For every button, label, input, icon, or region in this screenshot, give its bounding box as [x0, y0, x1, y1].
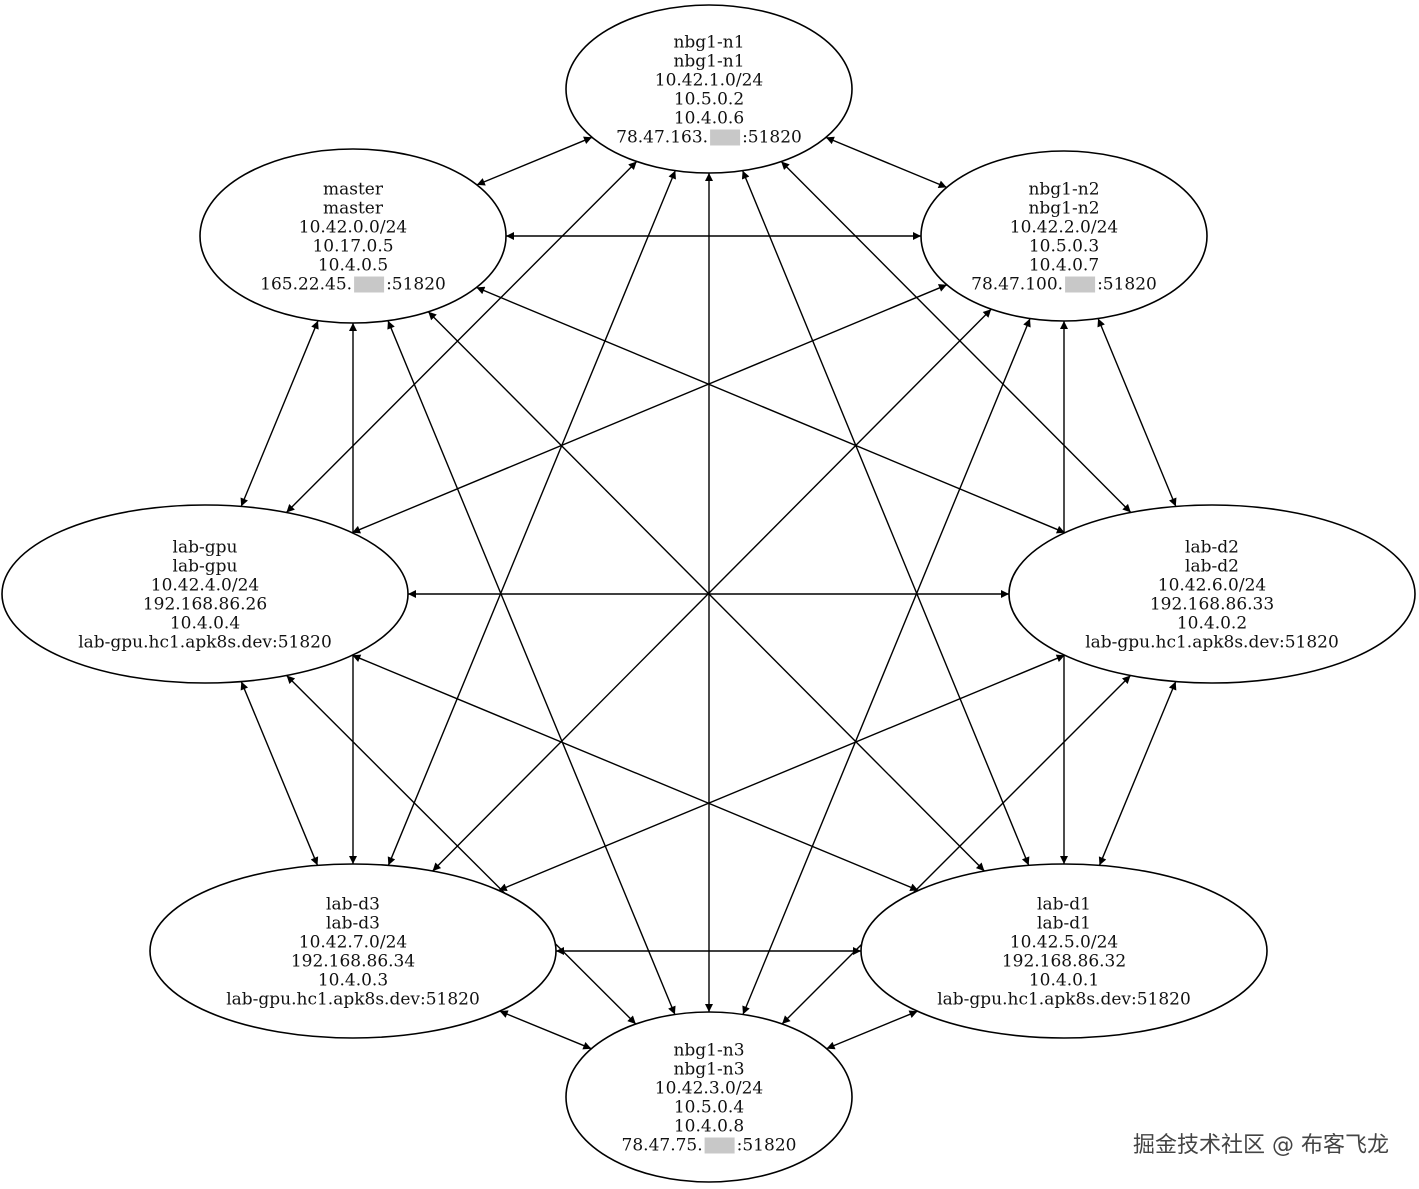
- node-label-line: 192.168.86.26: [143, 595, 267, 615]
- node-label-line: lab-gpu: [173, 557, 238, 577]
- node-label-line: lab-d3: [326, 895, 380, 915]
- node-label-line: 10.42.6.0/24: [1158, 576, 1266, 596]
- edge-lab-d3-lab-gpu: [240, 681, 319, 866]
- node-label-line: 10.4.0.2: [1177, 614, 1247, 634]
- redaction-block: [354, 276, 385, 293]
- edge-lab-d2-lab-d3: [498, 654, 1065, 892]
- edge-nbg1-n3-lab-d3: [499, 1010, 592, 1050]
- node-label-line: 10.42.1.0/24: [655, 71, 763, 91]
- node-nbg1-n3[interactable]: nbg1-n3nbg1-n310.42.3.0/2410.5.0.410.4.0…: [565, 1011, 853, 1183]
- node-label-line: nbg1-n3: [673, 1060, 744, 1080]
- redaction-gap: [708, 128, 742, 148]
- node-label-line: 192.168.86.34: [291, 952, 415, 972]
- node-master[interactable]: mastermaster10.42.0.0/2410.17.0.510.4.0.…: [199, 148, 507, 324]
- node-label-line: master: [323, 180, 384, 200]
- node-lab-gpu[interactable]: lab-gpulab-gpu10.42.4.0/24192.168.86.261…: [1, 504, 409, 684]
- node-label-line: 10.42.4.0/24: [151, 576, 259, 596]
- redaction-gap: [352, 275, 386, 295]
- node-label-line: nbg1-n1: [673, 33, 744, 53]
- node-label-line: 10.42.5.0/24: [1010, 933, 1118, 953]
- node-label-line: 10.4.0.6: [674, 109, 744, 129]
- node-label-line: 10.4.0.5: [318, 256, 388, 276]
- node-ellipse: [860, 863, 1268, 1039]
- node-label-line: nbg1-n2: [1028, 180, 1099, 200]
- node-nbg1-n1[interactable]: nbg1-n1nbg1-n110.42.1.0/2410.5.0.210.4.0…: [565, 4, 853, 174]
- node-label-line: 10.42.3.0/24: [655, 1079, 763, 1099]
- edge-nbg1-n2-lab-d2: [1097, 318, 1177, 507]
- node-label-line: 10.4.0.3: [318, 971, 388, 991]
- node-endpoint: 78.47.75. :51820: [622, 1136, 797, 1156]
- node-lab-d3[interactable]: lab-d3lab-d310.42.7.0/24192.168.86.3410.…: [149, 863, 557, 1039]
- node-label-line: 10.4.0.7: [1029, 256, 1099, 276]
- node-label-line: lab-gpu: [173, 538, 238, 558]
- node-endpoint: lab-gpu.hc1.apk8s.dev:51820: [78, 633, 332, 653]
- redaction-block: [704, 1137, 735, 1154]
- node-endpoint: 165.22.45. :51820: [260, 275, 446, 295]
- node-label-line: 10.42.2.0/24: [1010, 218, 1118, 238]
- node-ellipse: [565, 4, 853, 174]
- node-endpoint: 78.47.163. :51820: [616, 128, 802, 148]
- redaction-gap: [1063, 275, 1097, 295]
- node-label-line: 192.168.86.33: [1150, 595, 1274, 615]
- node-endpoint: lab-gpu.hc1.apk8s.dev:51820: [1085, 633, 1339, 653]
- node-ellipse: [1008, 504, 1416, 684]
- node-label-line: 10.42.0.0/24: [299, 218, 407, 238]
- node-label-line: lab-d1: [1037, 895, 1091, 915]
- node-label-line: 10.5.0.2: [674, 90, 744, 110]
- node-ellipse: [920, 150, 1208, 322]
- edge-lab-d1-lab-gpu: [352, 654, 919, 892]
- edge-nbg1-n1-master: [476, 136, 593, 186]
- edges-layer: [240, 136, 1177, 1050]
- edge-nbg1-n3-master: [387, 320, 676, 1015]
- node-label-line: 10.5.0.4: [674, 1098, 744, 1118]
- node-label-line: 10.4.0.8: [674, 1117, 744, 1137]
- edge-lab-d2-lab-d1: [1098, 681, 1177, 866]
- node-label-line: nbg1-n1: [673, 52, 744, 72]
- edge-nbg1-n2-lab-d3: [432, 308, 992, 872]
- node-label-line: 10.42.7.0/24: [299, 933, 407, 953]
- edge-lab-d1-nbg1-n3: [826, 1010, 918, 1050]
- redaction-block: [710, 129, 741, 146]
- node-ellipse: [1, 504, 409, 684]
- node-label-line: lab-d3: [326, 914, 380, 934]
- node-label-line: 10.4.0.1: [1029, 971, 1099, 991]
- redaction-gap: [703, 1136, 737, 1156]
- node-lab-d2[interactable]: lab-d2lab-d210.42.6.0/24192.168.86.3310.…: [1008, 504, 1416, 684]
- redaction-block: [1065, 276, 1096, 293]
- edge-nbg1-n1-nbg1-n2: [825, 136, 947, 189]
- node-label-line: lab-d2: [1185, 557, 1239, 577]
- edge-nbg1-n2-lab-gpu: [351, 284, 948, 534]
- node-endpoint: lab-gpu.hc1.apk8s.dev:51820: [937, 990, 1191, 1010]
- node-label-line: lab-d2: [1185, 538, 1239, 558]
- node-label-line: lab-d1: [1037, 914, 1091, 934]
- node-ellipse: [565, 1011, 853, 1183]
- node-label-line: master: [323, 199, 384, 219]
- node-ellipse: [199, 148, 507, 324]
- node-endpoint: 78.47.100. :51820: [971, 275, 1157, 295]
- node-label-line: 10.5.0.3: [1029, 237, 1099, 257]
- node-nbg1-n2[interactable]: nbg1-n2nbg1-n210.42.2.0/2410.5.0.310.4.0…: [920, 150, 1208, 322]
- node-label-line: nbg1-n2: [1028, 199, 1099, 219]
- node-label-line: 10.4.0.4: [170, 614, 240, 634]
- nodes-layer: nbg1-n1nbg1-n110.42.1.0/2410.5.0.210.4.0…: [1, 4, 1416, 1183]
- node-endpoint: lab-gpu.hc1.apk8s.dev:51820: [226, 990, 480, 1010]
- node-ellipse: [149, 863, 557, 1039]
- node-label-line: nbg1-n3: [673, 1041, 744, 1061]
- watermark-text: 掘金技术社区 @ 布客飞龙: [1133, 1133, 1389, 1158]
- node-lab-d1[interactable]: lab-d1lab-d110.42.5.0/24192.168.86.3210.…: [860, 863, 1268, 1039]
- node-label-line: 192.168.86.32: [1002, 952, 1126, 972]
- node-label-line: 10.17.0.5: [312, 237, 393, 257]
- edge-lab-d1-master: [427, 311, 985, 872]
- edge-lab-gpu-master: [240, 320, 319, 507]
